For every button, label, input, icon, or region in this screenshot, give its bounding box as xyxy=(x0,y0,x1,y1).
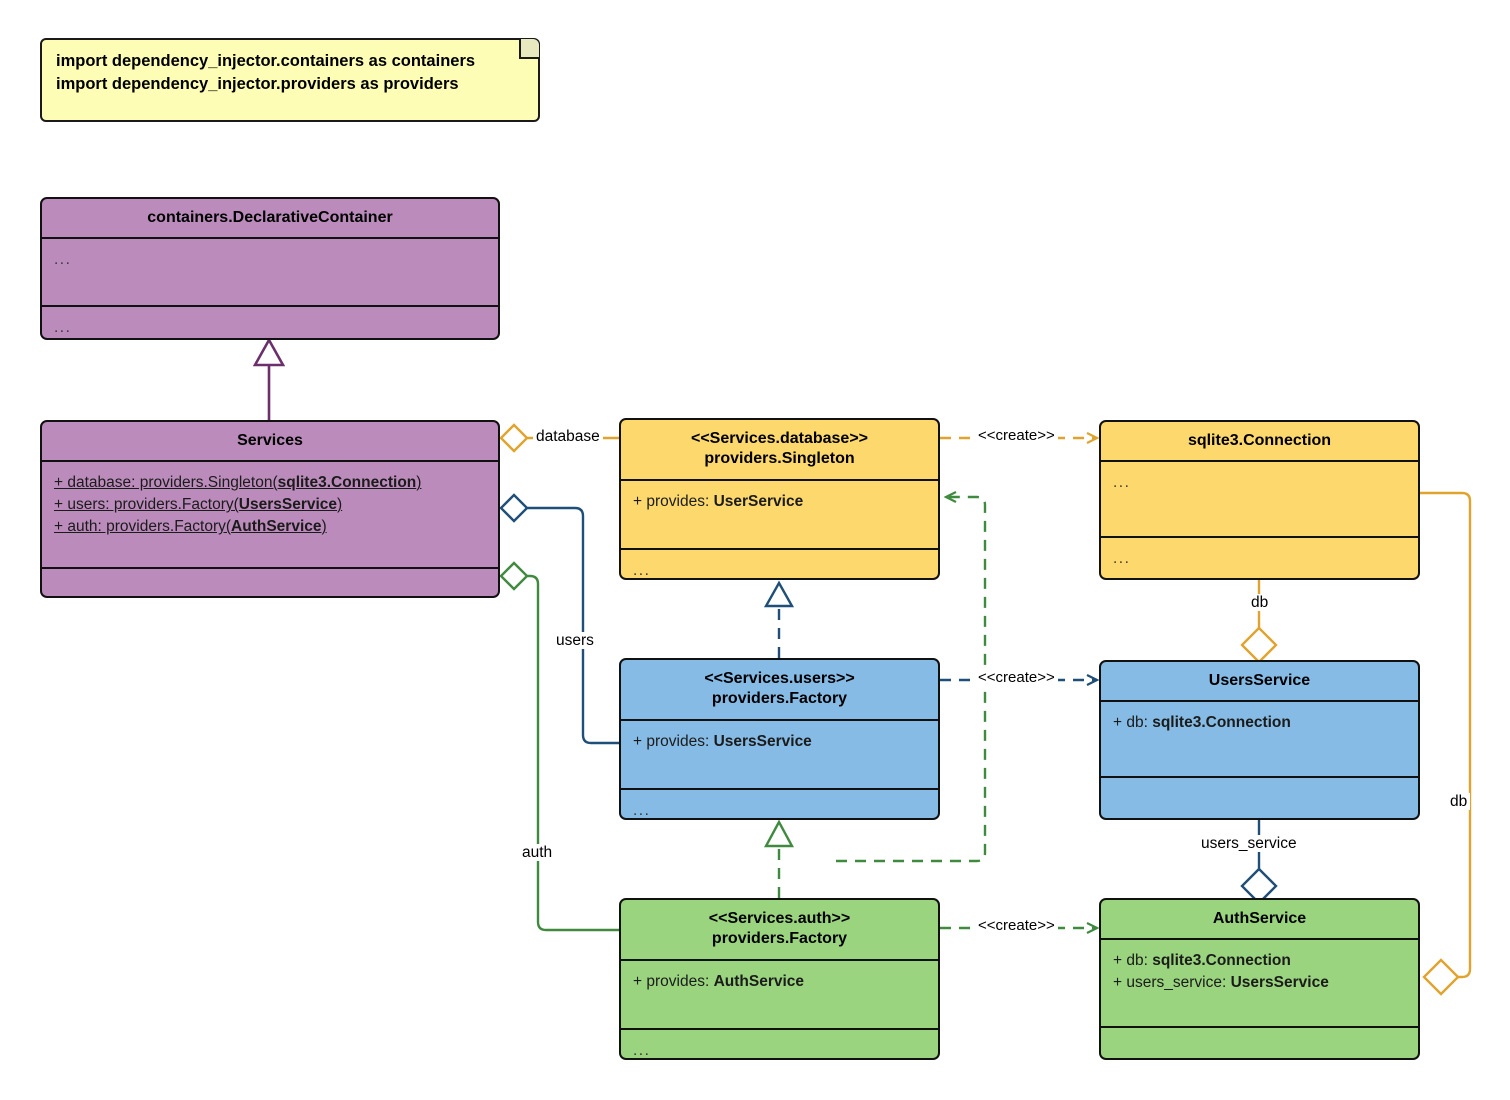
class-title-text: AuthService xyxy=(1212,910,1307,927)
attribute-prefix: + db: xyxy=(1113,952,1153,970)
attribute-type: UsersService xyxy=(238,496,338,514)
attributes-compartment: ... xyxy=(42,239,498,308)
attribute-users: + users: providers.Factory(UsersService) xyxy=(54,494,342,516)
attributes-compartment: ... xyxy=(1101,462,1418,539)
class-stereotype: <<Services.auth>> xyxy=(708,910,851,927)
edge-label-database: database xyxy=(533,428,603,446)
class-title: Services xyxy=(42,422,498,463)
class-services-auth-provider[interactable]: <<Services.auth>> providers.Factory + pr… xyxy=(619,898,940,1060)
class-title: UsersService xyxy=(1101,662,1418,703)
note-fold-corner-icon xyxy=(519,39,539,59)
attributes-compartment: + provides: UsersService xyxy=(621,721,938,790)
attribute-row: + users_service: UsersService xyxy=(1113,972,1406,994)
attribute-type: AuthService xyxy=(713,972,805,990)
note-line-2: import dependency_injector.providers as … xyxy=(56,75,459,94)
edge-aggregation-users xyxy=(499,493,619,745)
edge-label-users-service: users_service xyxy=(1198,835,1300,853)
attribute-prefix: + db: xyxy=(1113,714,1153,732)
attribute-provides: + provides: UserService xyxy=(633,493,803,510)
edge-label-db-authservice: db xyxy=(1447,793,1471,811)
attributes-compartment: + provides: UserService xyxy=(621,481,938,550)
class-title-text: Services xyxy=(237,432,303,449)
attribute-database: + database: providers.Singleton(sqlite3.… xyxy=(54,472,421,494)
class-services[interactable]: Services + database: providers.Singleton… xyxy=(40,420,500,598)
class-services-users-provider[interactable]: <<Services.users>> providers.Factory + p… xyxy=(619,658,940,820)
class-title-text: providers.Singleton xyxy=(704,450,855,468)
class-usersservice[interactable]: UsersService + db: sqlite3.Connection xyxy=(1099,660,1420,820)
attribute-users-service: + users_service: UsersService xyxy=(1113,974,1329,991)
attribute-suffix: ) xyxy=(416,474,422,492)
attribute-provides: + provides: AuthService xyxy=(633,973,804,990)
edge-aggregation-auth xyxy=(499,561,619,932)
class-title: AuthService xyxy=(1101,900,1418,941)
attributes-compartment: + database: providers.Singleton(sqlite3.… xyxy=(42,462,498,570)
edge-label-create-database: <<create>> xyxy=(975,427,1058,445)
attribute-type: sqlite3.Connection xyxy=(277,474,417,492)
attribute-prefix: + provides: xyxy=(633,492,714,510)
import-note: import dependency_injector.containers as… xyxy=(40,38,540,122)
class-title: <<Services.database>> providers.Singleto… xyxy=(621,420,938,481)
attributes-compartment: + provides: AuthService xyxy=(621,961,938,1030)
attribute-provides: + provides: UsersService xyxy=(633,733,812,750)
class-services-database-provider[interactable]: <<Services.database>> providers.Singleto… xyxy=(619,418,940,580)
attribute-prefix: + auth: providers.Factory( xyxy=(54,518,232,536)
attribute-row: + database: providers.Singleton(sqlite3.… xyxy=(54,472,486,494)
attribute-prefix: + users_service: xyxy=(1113,974,1231,992)
attribute-db: + db: sqlite3.Connection xyxy=(1113,952,1291,969)
class-authservice[interactable]: AuthService + db: sqlite3.Connection + u… xyxy=(1099,898,1420,1060)
attribute-auth: + auth: providers.Factory(AuthService) xyxy=(54,516,327,538)
operations-compartment: ... xyxy=(633,1041,651,1059)
edge-aggregation-db-usersservice xyxy=(1240,580,1278,664)
class-title-text: providers.Factory xyxy=(711,690,848,708)
operations-compartment: ... xyxy=(54,319,72,337)
class-title: <<Services.auth>> providers.Factory xyxy=(621,900,938,961)
attribute-prefix: + users: providers.Factory( xyxy=(54,496,239,514)
attribute-type: UserService xyxy=(713,492,804,510)
attribute-row: + auth: providers.Factory(AuthService) xyxy=(54,516,486,538)
edge-dependency-users-to-database xyxy=(763,580,795,658)
attribute-type: AuthService xyxy=(231,518,322,536)
edge-label-create-auth: <<create>> xyxy=(975,917,1058,935)
attribute-type: UsersService xyxy=(713,732,812,750)
edge-label-create-users: <<create>> xyxy=(975,669,1058,687)
class-containers-declarativecontainer[interactable]: containers.DeclarativeContainer ... ... xyxy=(40,197,500,340)
edge-label-users: users xyxy=(553,632,597,650)
operations-compartment xyxy=(42,569,498,596)
attribute-row: + db: sqlite3.Connection xyxy=(1113,950,1406,972)
edge-label-auth: auth xyxy=(519,844,556,862)
class-title-text: UsersService xyxy=(1208,672,1311,689)
attribute-type: sqlite3.Connection xyxy=(1152,714,1291,732)
operations-compartment: ... xyxy=(633,801,651,819)
edge-generalization-services-container xyxy=(252,337,286,420)
edge-aggregation-db-authservice xyxy=(1420,491,1472,996)
operations-compartment: ... xyxy=(1113,550,1131,568)
class-title-text: sqlite3.Connection xyxy=(1187,432,1332,449)
attribute-prefix: + database: providers.Singleton( xyxy=(54,474,278,492)
edge-aggregation-usersservice-authservice xyxy=(1240,820,1278,905)
class-stereotype: <<Services.database>> xyxy=(690,430,869,447)
note-line-1: import dependency_injector.containers as… xyxy=(56,52,476,70)
edge-label-db-usersservice: db xyxy=(1248,594,1272,612)
attribute-type: sqlite3.Connection xyxy=(1152,952,1291,970)
class-sqlite3-connection[interactable]: sqlite3.Connection ... ... xyxy=(1099,420,1420,580)
operations-compartment xyxy=(1101,778,1418,818)
attribute-type: UsersService xyxy=(1230,974,1329,992)
attribute-suffix: ) xyxy=(321,518,327,536)
attributes-compartment: + db: sqlite3.Connection xyxy=(1101,702,1418,779)
operations-compartment: ... xyxy=(633,561,651,579)
class-title-text: containers.DeclarativeContainer xyxy=(147,209,393,226)
class-title-text: providers.Factory xyxy=(711,930,848,948)
attribute-suffix: ) xyxy=(337,496,343,514)
class-title: containers.DeclarativeContainer xyxy=(42,199,498,240)
attributes-compartment: + db: sqlite3.Connection + users_service… xyxy=(1101,940,1418,1029)
class-stereotype: <<Services.users>> xyxy=(704,670,855,687)
edge-dependency-auth-to-users xyxy=(763,819,795,898)
attribute-prefix: + provides: xyxy=(633,732,714,750)
attribute-row: + users: providers.Factory(UsersService) xyxy=(54,494,486,516)
attribute-db: + db: sqlite3.Connection xyxy=(1113,714,1291,731)
class-title: sqlite3.Connection xyxy=(1101,422,1418,463)
attribute-prefix: + provides: xyxy=(633,972,714,990)
class-title: <<Services.users>> providers.Factory xyxy=(621,660,938,721)
operations-compartment xyxy=(1101,1028,1418,1058)
